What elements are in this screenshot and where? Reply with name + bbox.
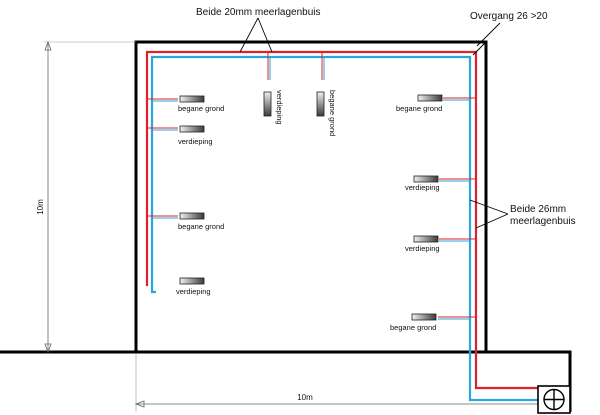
boiler-crosshair-icon	[537, 385, 571, 414]
annotation-right-pipes-line2: meerlagenbuis	[510, 216, 576, 227]
radiator-label-right-1: begane grond	[396, 104, 442, 113]
radiator-icon	[413, 175, 439, 183]
corner-transition	[472, 41, 487, 56]
radiator-label-left-3: begane grond	[178, 222, 224, 231]
radiator-label-left-1: begane grond	[178, 104, 224, 113]
feed-lines-left	[147, 98, 178, 219]
supply-pipe	[145, 50, 540, 390]
radiator-icon	[411, 313, 437, 321]
annotation-top-pipes: Beide 20mm meerlagenbuis	[196, 7, 321, 18]
radiator-label-center-2: begane grond	[328, 90, 337, 136]
radiator-icon	[263, 91, 272, 117]
house-outline	[134, 40, 488, 354]
radiator-label-right-3: verdieping	[405, 244, 440, 253]
radiator-label-right-2: verdieping	[405, 183, 440, 192]
annotation-right-pipes-line1: Beide 26mm	[510, 204, 566, 215]
feed-lines-right	[438, 97, 476, 320]
radiator-icon	[179, 212, 205, 220]
radiator-label-right-4: begane grond	[390, 323, 436, 332]
radiator-icon	[179, 95, 205, 103]
annotation-pointer	[476, 22, 501, 47]
radiator-icon	[316, 91, 325, 117]
annotation-pointer	[239, 17, 273, 53]
radiator-label-center-1: verdieping	[275, 90, 284, 125]
dimension-height	[44, 40, 136, 354]
annotation-transition: Overgang 26 >20	[470, 11, 548, 22]
radiator-icon	[417, 94, 443, 102]
dimension-height-label: 10m	[36, 199, 45, 215]
radiator-icon	[179, 277, 205, 285]
radiator-icon	[413, 235, 439, 243]
feed-lines-center	[267, 52, 325, 80]
ground-line	[0, 350, 572, 412]
return-pipe	[150, 55, 540, 402]
annotation-pointer	[469, 199, 509, 229]
radiator-label-left-4: verdieping	[176, 287, 211, 296]
dimension-width	[134, 354, 540, 412]
radiator-icon	[179, 125, 205, 133]
dimension-width-label: 10m	[297, 393, 313, 402]
radiator-label-left-2: verdieping	[178, 137, 213, 146]
